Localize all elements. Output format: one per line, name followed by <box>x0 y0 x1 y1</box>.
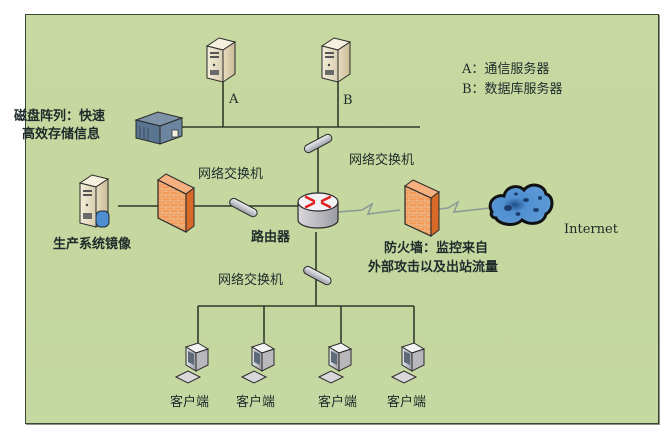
legend-item-a: A：通信服务器 <box>462 62 550 77</box>
router-label: 路由器 <box>251 230 291 245</box>
switch-icon <box>303 265 332 286</box>
firewall-label-line1: 防火墙：监控来自 <box>384 241 489 256</box>
router-icon <box>297 192 339 229</box>
client-label: 客户端 <box>236 395 276 410</box>
router-firewall-wan-link <box>337 202 401 215</box>
computer-icon <box>317 342 353 384</box>
computer-icon <box>390 342 426 384</box>
switch-icon <box>303 133 333 154</box>
server-a-label: A <box>229 92 239 107</box>
switch-bottom-label: 网络交换机 <box>218 273 284 288</box>
disk-array-label-line1: 磁盘阵列：快速 <box>14 109 106 124</box>
switch-left-label: 网络交换机 <box>198 167 264 182</box>
server-icon <box>320 37 352 83</box>
cloud-icon <box>488 183 554 226</box>
database-server-icon <box>78 174 110 228</box>
client-label: 客户端 <box>170 395 210 410</box>
computer-icon <box>174 342 210 384</box>
firewall-internet-wan-link <box>431 200 491 213</box>
firewall-icon <box>404 179 440 237</box>
server-icon <box>205 37 237 83</box>
firewall-icon <box>157 173 195 233</box>
switch-icon <box>229 197 258 218</box>
internet-label: Internet <box>564 222 618 237</box>
mirror-server-label: 生产系统镜像 <box>53 237 132 252</box>
server-b-label: B <box>343 93 353 108</box>
firewall-label-line2: 外部攻击以及出站流量 <box>368 260 499 275</box>
legend-item-b: B：数据库服务器 <box>462 82 563 97</box>
disk-array-icon <box>134 111 184 145</box>
computer-icon <box>240 342 276 384</box>
disk-array-label-line2: 高效存储信息 <box>22 127 101 142</box>
connections <box>118 82 420 350</box>
switch-top-label: 网络交换机 <box>349 153 415 168</box>
client-label: 客户端 <box>318 395 358 410</box>
wan-links <box>337 200 491 215</box>
client-label: 客户端 <box>387 395 427 410</box>
legend: A：通信服务器 B：数据库服务器 <box>462 60 563 100</box>
